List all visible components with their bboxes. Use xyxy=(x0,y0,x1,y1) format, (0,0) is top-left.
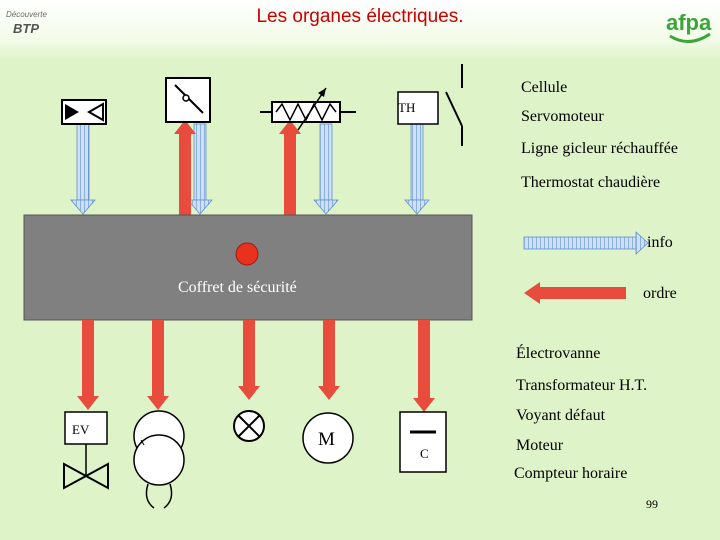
motor-symbol-label: M xyxy=(318,429,335,450)
label-cell: Cellule xyxy=(521,79,568,96)
label-boiler-thermostat: Thermostat chaudière xyxy=(521,174,661,191)
order-arrow-electrovalve xyxy=(77,320,99,410)
afpa-logo-text: afpa xyxy=(666,10,712,35)
order-arrow-fault-lamp xyxy=(238,320,260,400)
servomotor-symbol xyxy=(165,77,211,123)
heated-nozzle-line-symbol xyxy=(260,87,356,131)
safety-box-lamp xyxy=(235,242,259,266)
order-arrow-heated-line xyxy=(279,120,301,216)
hour-counter-symbol xyxy=(399,411,447,473)
cell-symbol xyxy=(61,99,107,125)
label-electrovalve: Électrovanne xyxy=(516,345,601,362)
fault-lamp-symbol xyxy=(233,410,265,442)
order-arrow-servomotor xyxy=(174,120,196,216)
electrovalve-symbol xyxy=(63,411,109,490)
label-fault-lamp: Voyant défaut xyxy=(516,407,606,424)
legend-order-label: ordre xyxy=(643,285,677,302)
counter-symbol-label: C xyxy=(420,446,429,461)
legend-info-arrow xyxy=(523,231,649,255)
thermostat-box-label: TH xyxy=(398,100,416,115)
thermostat-symbol xyxy=(397,64,463,146)
legend-order-arrow xyxy=(524,282,626,304)
safety-box-label: Coffret de sécurité xyxy=(178,279,297,296)
logo-left-line1: Découverte xyxy=(6,10,47,19)
label-servomotor: Servomoteur xyxy=(521,108,604,125)
decouverte-btp-logo: Découverte BTP xyxy=(4,8,56,40)
motor-symbol xyxy=(302,412,354,464)
legend-info-label: info xyxy=(647,234,673,251)
info-arrow-thermostat xyxy=(404,123,430,215)
order-arrow-counter xyxy=(413,320,435,412)
order-arrow-transformer xyxy=(147,320,169,410)
label-ht-transformer: Transformateur H.T. xyxy=(516,377,648,394)
ht-transformer-symbol xyxy=(133,410,185,509)
info-arrow-servomotor xyxy=(187,123,213,215)
safety-box xyxy=(23,214,473,321)
label-heated-nozzle-line: Ligne gicleur réchauffée xyxy=(521,140,678,157)
label-hour-counter: Compteur horaire xyxy=(514,465,628,482)
info-arrow-cell xyxy=(70,123,96,215)
info-arrow-heated-line xyxy=(313,123,339,215)
page-number: 99 xyxy=(646,497,658,511)
page-title: Les organes électriques. xyxy=(256,6,464,27)
logo-left-line2: BTP xyxy=(13,21,39,36)
order-arrow-motor xyxy=(318,320,340,400)
afpa-logo: afpa xyxy=(666,10,712,43)
label-motor: Moteur xyxy=(516,437,564,454)
electrovalve-box-label: EV xyxy=(72,422,90,437)
